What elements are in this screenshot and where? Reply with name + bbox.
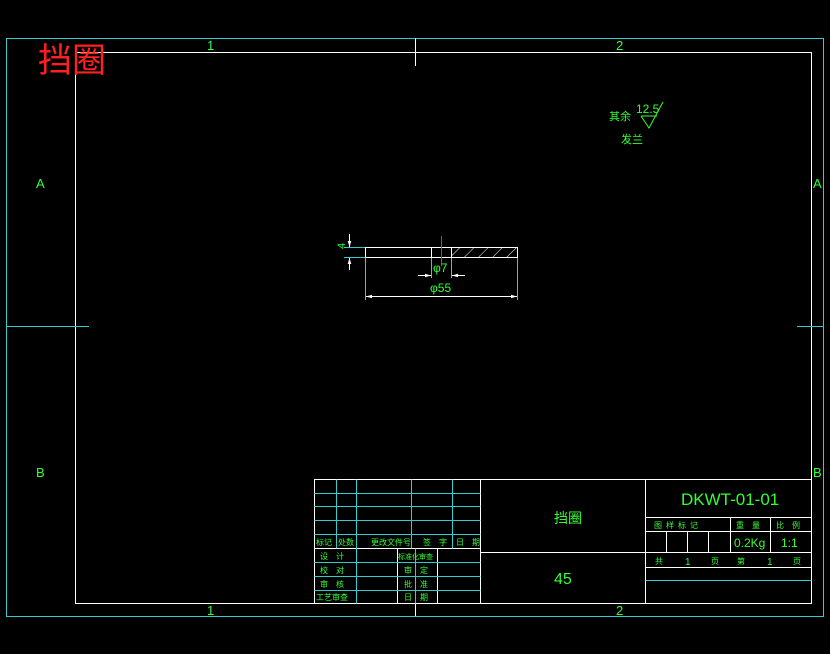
stage-header-1: 图	[654, 521, 662, 530]
thickness-dimension: 4	[336, 234, 365, 270]
surface-remaining-label: 其余	[609, 109, 631, 123]
thickness-value: 4	[336, 243, 348, 249]
role-date: 日 期	[404, 593, 428, 602]
sheet-unit: 页	[711, 557, 719, 566]
outer-diameter-value: φ55	[430, 281, 451, 295]
stamp-title: 挡圈	[38, 41, 106, 81]
zone-row-b-right: B	[813, 465, 822, 480]
inner-diameter-value: φ7	[433, 261, 448, 275]
rev-header-count: 处数	[338, 537, 354, 547]
role-process: 工艺审查	[316, 592, 348, 602]
outer-diameter-dimension: φ55	[365, 258, 518, 300]
roughness-symbol	[640, 101, 664, 129]
stage-header-3: 标	[678, 520, 686, 530]
surface-second-label: 发兰	[621, 132, 643, 146]
inner-diameter-dimension: φ7	[418, 258, 465, 278]
rev-header-sign: 签 字	[423, 537, 447, 547]
outer-frame	[6, 38, 824, 617]
stage-header-2: 样	[666, 520, 674, 530]
sheet-total-label: 共	[655, 557, 663, 566]
zone-column-2-top: 2	[616, 38, 623, 53]
drawing-number: DKWT-01-01	[681, 490, 779, 509]
material: 45	[554, 571, 572, 588]
roughness-value: 12.5	[636, 102, 660, 116]
scale-label: 比 例	[776, 520, 800, 530]
weight-label: 重 量	[736, 520, 760, 530]
zone-column-2-bottom: 2	[616, 603, 623, 618]
part-section	[365, 236, 518, 266]
sheet-no-label: 第	[737, 556, 745, 566]
zone-column-1-bottom: 1	[207, 603, 214, 618]
sheet-no-unit: 页	[793, 557, 801, 566]
scale-value: 1:1	[781, 536, 798, 550]
rev-header-date: 日 期	[456, 538, 480, 547]
stage-header-4: 记	[690, 521, 698, 530]
role-authorize: 批 准	[404, 579, 428, 589]
zone-row-a-right: A	[813, 176, 822, 191]
weight-value: 0.2Kg	[734, 536, 765, 550]
zone-row-a-left: A	[36, 176, 45, 191]
role-check: 校 对	[320, 565, 344, 575]
revision-grid	[314, 479, 812, 604]
sheet-total: 1	[685, 557, 691, 568]
sheet-no: 1	[767, 557, 773, 568]
zone-column-1-top: 1	[207, 38, 214, 53]
rev-header-mark: 标记	[316, 537, 332, 547]
role-design: 设 计	[320, 551, 344, 561]
role-approve: 审 定	[404, 565, 428, 575]
role-review: 审 核	[320, 579, 344, 589]
zone-row-b-left: B	[36, 465, 45, 480]
role-standard: 标准化审查	[398, 552, 433, 561]
part-name: 挡圈	[554, 511, 582, 527]
rev-header-docno: 更改文件号	[371, 537, 411, 547]
